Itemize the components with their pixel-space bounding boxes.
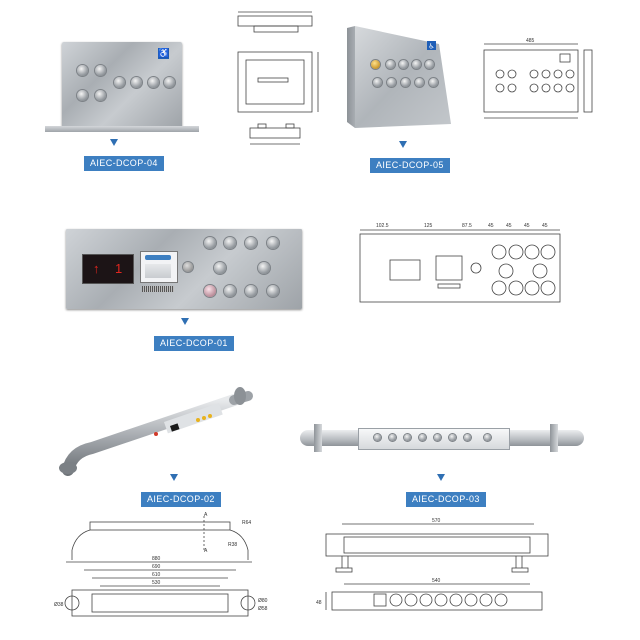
dcop02-label: AIEC-DCOP-02 <box>141 492 221 507</box>
dcop03-drawing: 570 540 48 <box>316 518 549 611</box>
dcop02-dim: 610 <box>152 572 161 578</box>
dcop02-arrow <box>170 474 178 481</box>
logo-icon <box>145 255 171 260</box>
dcop05-drawing: 485 <box>483 38 593 119</box>
dcop01-button <box>258 262 270 274</box>
dcop04-label: AIEC-DCOP-04 <box>84 156 164 171</box>
dcop05-label: AIEC-DCOP-05 <box>370 158 450 173</box>
dcop04-button <box>95 90 106 101</box>
dcop01-dim: 125 <box>424 223 433 229</box>
dcop01-dim: 45 <box>506 223 512 229</box>
direction-arrow: ↑ <box>93 261 100 276</box>
dcop02-dim: 880 <box>152 556 161 562</box>
dcop01-button <box>224 237 236 249</box>
floor-number: 1 <box>115 261 123 276</box>
dcop01-dim: 102.5 <box>376 223 389 229</box>
dcop02-handrail <box>59 387 253 476</box>
dcop01-drawing: 102.5 125 87.5 45 45 45 45 <box>359 223 561 303</box>
dcop04-button <box>148 77 159 88</box>
dcop05-button <box>387 78 396 87</box>
floor-display: ↑ 1 <box>82 254 134 284</box>
dcop05-button <box>429 78 438 87</box>
dcop02-dim: A <box>204 548 208 554</box>
dcop01-dim: 45 <box>542 223 548 229</box>
dcop05-arrow <box>399 141 407 148</box>
dcop02-dim: A <box>204 512 208 518</box>
dcop01-button <box>214 262 226 274</box>
dcop05-button <box>412 60 421 69</box>
dcop03-dim: 540 <box>432 578 441 584</box>
dcop01-button <box>245 285 257 297</box>
dcop01-button <box>245 237 257 249</box>
dcop02-dim: Ø58 <box>258 606 268 612</box>
dcop03-dim: 570 <box>432 518 441 524</box>
dcop03-button <box>389 434 396 441</box>
dcop04-arrow <box>110 139 118 146</box>
dcop02-dim: Ø80 <box>258 598 268 604</box>
dcop03-button <box>419 434 426 441</box>
dcop03-bracket-right <box>550 424 558 452</box>
svg-text:♿: ♿ <box>428 43 434 51</box>
dcop04-button <box>77 90 88 101</box>
camera-lens <box>183 262 193 272</box>
dcop03-dim: 48 <box>316 600 322 606</box>
dcop05-button <box>401 78 410 87</box>
dcop01-button <box>267 285 279 297</box>
dcop04-button <box>164 77 175 88</box>
dcop04-button <box>131 77 142 88</box>
dcop03-button <box>374 434 381 441</box>
dcop04-button <box>77 65 88 76</box>
dcop02-dim: 690 <box>152 564 161 570</box>
dcop05-button <box>399 60 408 69</box>
dcop01-dim: 45 <box>488 223 494 229</box>
dcop05-button <box>373 78 382 87</box>
dcop01-button <box>267 237 279 249</box>
dcop03-arrow <box>437 474 445 481</box>
dcop05-panel: ♿ <box>347 26 451 128</box>
dcop05-button <box>386 60 395 69</box>
dcop03-button <box>484 434 491 441</box>
dcop02-dim: Ø38 <box>54 602 64 608</box>
speaker-grille <box>142 286 174 292</box>
dcop01-button <box>204 237 216 249</box>
dcop02-dim: R38 <box>228 542 237 548</box>
dcop04-button <box>95 65 106 76</box>
dcop03-bracket-left <box>314 424 322 452</box>
dcop02-drawing: A A R38 R64 880 690 610 530 Ø38 Ø80 Ø58 <box>54 512 268 617</box>
dcop04-base <box>45 126 199 132</box>
dcop05-dim-label: 485 <box>526 38 535 44</box>
dcop01-button <box>204 285 216 297</box>
dcop03-button <box>449 434 456 441</box>
dcop03-button <box>464 434 471 441</box>
dcop05-button <box>415 78 424 87</box>
dcop04-drawing <box>237 11 319 145</box>
dcop05-button <box>425 60 434 69</box>
screen-content <box>145 264 171 278</box>
dcop04-button <box>114 77 125 88</box>
dcop01-button <box>224 285 236 297</box>
info-screen <box>140 251 178 283</box>
dcop02-dim: 530 <box>152 580 161 586</box>
dcop01-dim: 87.5 <box>462 223 472 229</box>
dcop02-dim: R64 <box>242 520 251 526</box>
dcop03-button <box>404 434 411 441</box>
dcop01-label: AIEC-DCOP-01 <box>154 336 234 351</box>
dcop01-dim: 45 <box>524 223 530 229</box>
dcop01-arrow <box>181 318 189 325</box>
dcop05-button <box>371 60 380 69</box>
dcop03-label: AIEC-DCOP-03 <box>406 492 486 507</box>
accessibility-icon: ♿ <box>158 48 170 59</box>
dcop03-button <box>434 434 441 441</box>
